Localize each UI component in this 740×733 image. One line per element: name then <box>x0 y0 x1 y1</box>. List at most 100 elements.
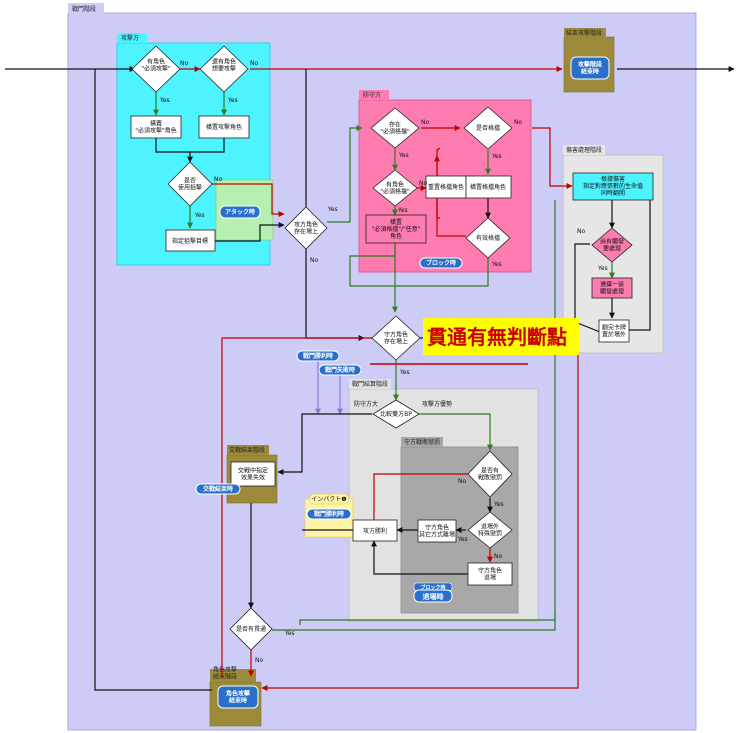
svg-text:翻完卡牌置於場外: 翻完卡牌置於場外 <box>602 324 626 339</box>
svg-text:尚有觸發要處理: 尚有觸發要處理 <box>600 238 624 253</box>
svg-text:Yes: Yes <box>397 207 408 214</box>
battle-phase-label: 戰鬥階段 <box>72 5 96 13</box>
process-damage-flip <box>572 172 654 201</box>
svg-text:攻擊方優勢: 攻擊方優勢 <box>422 400 452 408</box>
badge-exchange-end: 交戰結束時 <box>195 483 241 495</box>
decision-must-attack: 有角色"必須攻擊" <box>131 45 181 93</box>
decision-other-penalty: 退場外特殊懲罰 <box>467 511 513 549</box>
battle-resolution-tab <box>349 379 391 389</box>
svg-text:No: No <box>419 180 427 187</box>
svg-text:是否有貫通: 是否有貫通 <box>236 625 266 633</box>
svg-text:退場外特殊懲罰: 退場外特殊懲罰 <box>478 523 502 538</box>
process-after-card <box>598 319 630 343</box>
process-attacker-win <box>352 519 398 542</box>
svg-text:Yes: Yes <box>399 369 410 376</box>
svg-text:No: No <box>514 119 522 126</box>
defender-defeat-label: 守方戰敗懲罰 <box>404 438 440 446</box>
svg-text:戰鬥勝利時: 戰鬥勝利時 <box>314 510 344 518</box>
svg-text:存在"必須格擋": 存在"必須格擋" <box>380 121 410 136</box>
decision-compare-bp: 比較雙方BP <box>372 399 420 429</box>
decision-attacker-exists: 攻方角色存在場上 <box>284 206 328 250</box>
badge-char-attack-end: 角色攻擊結束時 <box>217 685 259 709</box>
svg-text:是否有戰敗懲罰: 是否有戰敗懲罰 <box>478 467 502 482</box>
defender-tab <box>359 90 389 100</box>
svg-text:根據傷害指定對應張數的生命值同時翻開: 根據傷害指定對應張數的生命值同時翻開 <box>583 175 643 197</box>
badge-battle-win: 戰鬥勝利時 <box>296 350 340 362</box>
decision-trigger-pending: 尚有觸發要處理 <box>591 227 633 263</box>
svg-text:No: No <box>577 228 585 235</box>
decision-block-choice: 是否格擋 <box>463 106 513 150</box>
process-exchange-effect <box>230 461 276 487</box>
svg-text:是否使用狙擊: 是否使用狙擊 <box>178 178 202 192</box>
process-other-leave <box>417 519 457 543</box>
svg-text:Yes: Yes <box>227 97 238 104</box>
svg-text:Yes: Yes <box>327 206 338 213</box>
process-defender-leave <box>467 562 513 586</box>
pierce-check-callout-bg <box>423 318 579 355</box>
process-tap-attacker <box>198 115 250 139</box>
svg-text:攻方角色存在場上: 攻方角色存在場上 <box>294 221 318 236</box>
svg-text:Yes: Yes <box>491 261 502 268</box>
svg-text:ブロック時: ブロック時 <box>420 584 445 591</box>
defender-label: 防守方 <box>363 91 381 99</box>
battle-phase-tab <box>68 3 104 14</box>
svg-text:守方角色退場: 守方角色退場 <box>478 567 502 582</box>
decision-valid-block: 有效格擋 <box>465 217 511 259</box>
svg-text:守方角色存在場上: 守方角色存在場上 <box>384 331 408 346</box>
decision-other-attack: 還有角色想要攻擊 <box>199 45 249 93</box>
svg-text:アタック時: アタック時 <box>225 208 255 216</box>
decision-must-block-char: 有角色"必須格擋" <box>372 169 418 207</box>
exchange-end-phase-tab <box>227 445 269 455</box>
svg-text:攻方勝利: 攻方勝利 <box>363 527 387 535</box>
badge-attack-when: アタック時 <box>219 205 261 219</box>
defender-defeat-tab <box>401 437 443 447</box>
attacker-label: 攻擊方 <box>121 34 139 42</box>
svg-text:Yes: Yes <box>493 501 504 508</box>
decision-exists-must-block: 存在"必須格擋" <box>370 107 420 149</box>
svg-text:No: No <box>255 657 263 664</box>
process-tap-must-attack <box>130 115 182 139</box>
process-tap-must-block <box>365 214 427 244</box>
badge-battle-win-impact: 戰鬥勝利時 <box>306 508 352 520</box>
svg-text:橫置"必須攻擊"角色: 橫置"必須攻擊"角色 <box>135 120 177 135</box>
svg-text:退場時: 退場時 <box>423 592 444 601</box>
svg-text:有角色"必須攻擊": 有角色"必須攻擊" <box>141 58 171 73</box>
pierce-check-callout: 貫通有無判斷點 <box>427 325 567 349</box>
decision-defender-exists: 守方角色存在場上 <box>371 315 421 361</box>
end-attack-phase-tab <box>564 28 606 38</box>
svg-text:戰鬥勝利時: 戰鬥勝利時 <box>303 352 333 360</box>
svg-text:Yes: Yes <box>457 536 468 543</box>
damage-phase-label: 傷害處理階段 <box>566 146 602 154</box>
battle-resolution-label: 戰鬥結算階段 <box>352 380 388 388</box>
process-snipe-target <box>165 229 216 252</box>
badge-block-when: ブロック時 <box>419 257 463 269</box>
svg-text:攻擊階段結束時: 攻擊階段結束時 <box>578 61 602 76</box>
svg-text:Yes: Yes <box>597 265 608 272</box>
svg-text:有角色"必須格擋": 有角色"必須格擋" <box>380 181 410 196</box>
svg-text:守方角色其它方式離場: 守方角色其它方式離場 <box>419 524 455 539</box>
attacker-tab <box>117 33 147 43</box>
svg-text:交戰中指定效果失效: 交戰中指定效果失效 <box>238 467 268 482</box>
svg-text:防守方大: 防守方大 <box>354 400 378 408</box>
svg-text:橫置攻擊角色: 橫置攻擊角色 <box>206 123 242 131</box>
decision-pierce: 是否有貫通 <box>229 607 273 651</box>
svg-text:ブロック時: ブロック時 <box>426 259 456 267</box>
badge-leave-when: ブロック時 退場時 <box>413 582 453 603</box>
svg-text:戰鬥失敗時: 戰鬥失敗時 <box>325 366 355 374</box>
svg-text:インパクト❶: インパクト❶ <box>311 496 346 503</box>
svg-text:指定狙擊目標: 指定狙擊目標 <box>172 237 208 245</box>
exchange-end-phase-label: 交戰結束階段 <box>229 446 265 454</box>
svg-text:Yes: Yes <box>398 152 409 159</box>
svg-text:No: No <box>421 119 429 126</box>
process-tap-blocker <box>465 175 512 199</box>
badge-attack-phase-end: 攻擊階段結束時 <box>570 56 610 80</box>
svg-text:No: No <box>494 553 502 560</box>
svg-text:有效格擋: 有效格擋 <box>476 234 500 242</box>
end-attack-phase-label: 結束攻擊階段 <box>566 29 602 37</box>
svg-text:Yes: Yes <box>284 630 295 637</box>
svg-text:選擇一張觸發處理: 選擇一張觸發處理 <box>600 281 624 296</box>
svg-text:橫置"必須格擋"/"任意"角色: 橫置"必須格擋"/"任意"角色 <box>371 218 420 240</box>
decision-defeat-penalty: 是否有戰敗懲罰 <box>467 450 513 498</box>
char-attack-end-label: 角色攻擊結束階段 <box>213 666 237 681</box>
